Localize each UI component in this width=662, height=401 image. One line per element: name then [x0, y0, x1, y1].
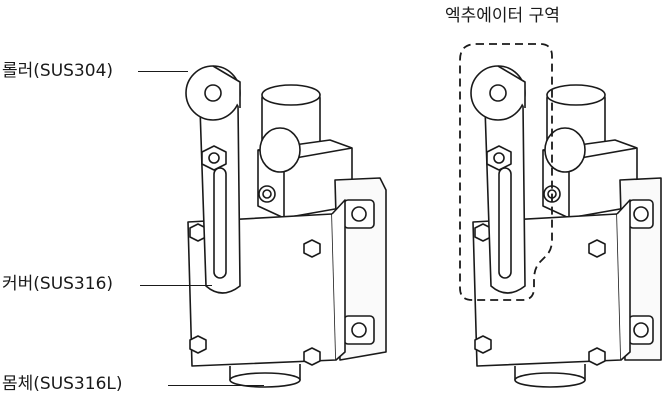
leader-line-roller: [138, 71, 188, 72]
actuator-region-outline: [459, 43, 553, 301]
leader-line-cover: [140, 285, 212, 286]
label-body: 몸체(SUS316L): [2, 374, 123, 394]
label-cover: 커버(SUS316): [2, 274, 114, 294]
label-roller: 롤러(SUS304): [2, 61, 114, 81]
leader-line-body: [168, 385, 264, 386]
label-actuator-zone: 엑추에이터 구역: [445, 6, 560, 26]
